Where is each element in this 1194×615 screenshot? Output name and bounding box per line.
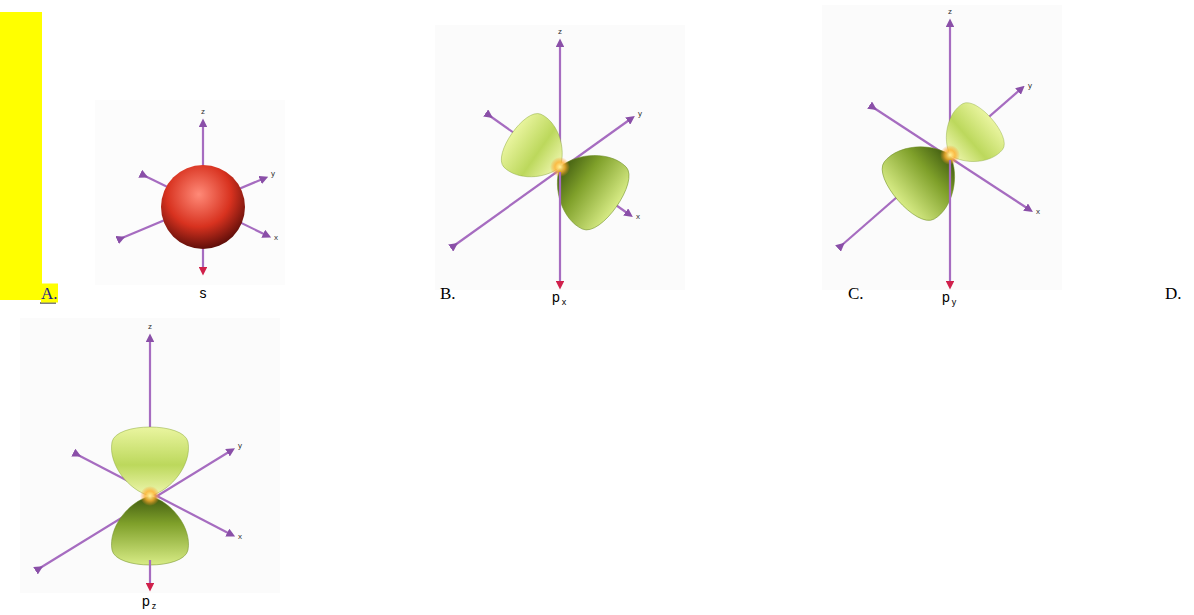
orbital-subscript: z — [152, 602, 157, 611]
axis-label: z — [948, 8, 952, 16]
axis-label: x — [274, 234, 278, 242]
axis-label: y — [271, 170, 275, 178]
option-letter: D. — [1165, 285, 1182, 302]
orbital-label: s — [200, 286, 207, 300]
underline — [40, 303, 56, 304]
option-letter: B. — [440, 285, 456, 302]
option-letter: A. — [41, 284, 58, 303]
s-orbital-figure — [95, 100, 285, 285]
highlight-bar — [0, 12, 42, 300]
axis-label: x — [636, 213, 640, 221]
axis-label: y — [238, 442, 242, 450]
axis-label: x — [238, 533, 242, 541]
axis-label: x — [1036, 208, 1040, 216]
axis-label: z — [148, 323, 152, 331]
orbital-subscript: x — [562, 298, 567, 307]
py-orbital-figure — [822, 5, 1062, 290]
orbital-label: p — [942, 290, 950, 304]
orbital-label: p — [552, 290, 560, 304]
orbital-subscript: y — [952, 298, 957, 307]
pz-orbital-figure — [20, 318, 280, 593]
option-letter: C. — [848, 285, 864, 302]
axis-label: y — [638, 110, 642, 118]
axis-label: z — [558, 28, 562, 36]
axis-label: z — [201, 108, 205, 116]
axis-label: y — [1028, 82, 1032, 90]
px-orbital-figure — [435, 25, 685, 290]
orbital-label: p — [142, 594, 150, 608]
